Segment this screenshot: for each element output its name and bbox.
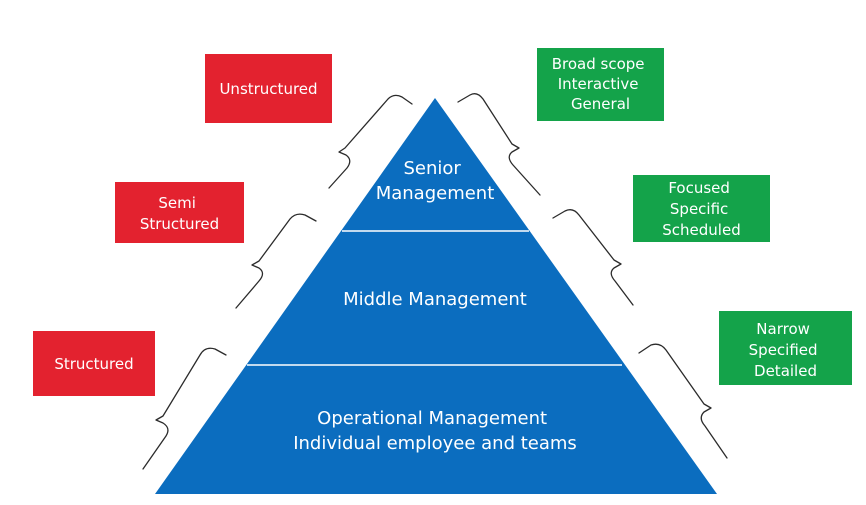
decision-box-operational-text: Narrow Specified Detailed [749,320,823,380]
decision-box-middle-text: Focused Specific Scheduled [662,179,740,239]
problem-box-semi-structured: Semi Structured [115,182,244,243]
pyramid-shape [155,98,717,494]
level-senior-label: Senior Management [376,158,495,204]
decision-box-operational: Narrow Specified Detailed [719,311,852,385]
bracket-left-operational [142,347,227,470]
problem-box-structured: Structured [33,331,155,396]
decision-box-senior-text: Broad scope Interactive General [552,55,650,113]
problem-box-structured-text: Structured [54,355,133,373]
decision-box-senior: Broad scope Interactive General [537,48,664,121]
problem-box-semi-structured-text: Semi Structured [140,194,219,233]
problem-box-unstructured-text: Unstructured [219,80,317,98]
bracket-left-senior [328,94,413,189]
bracket-right-senior [457,93,541,196]
bracket-right-operational [638,343,728,459]
level-operational-label: Operational Management Individual employ… [293,408,577,454]
problem-box-unstructured: Unstructured [205,54,332,123]
bracket-right-middle [552,209,634,306]
decision-box-middle: Focused Specific Scheduled [633,175,770,242]
level-middle-label: Middle Management [343,289,527,310]
bracket-left-middle [235,213,317,309]
